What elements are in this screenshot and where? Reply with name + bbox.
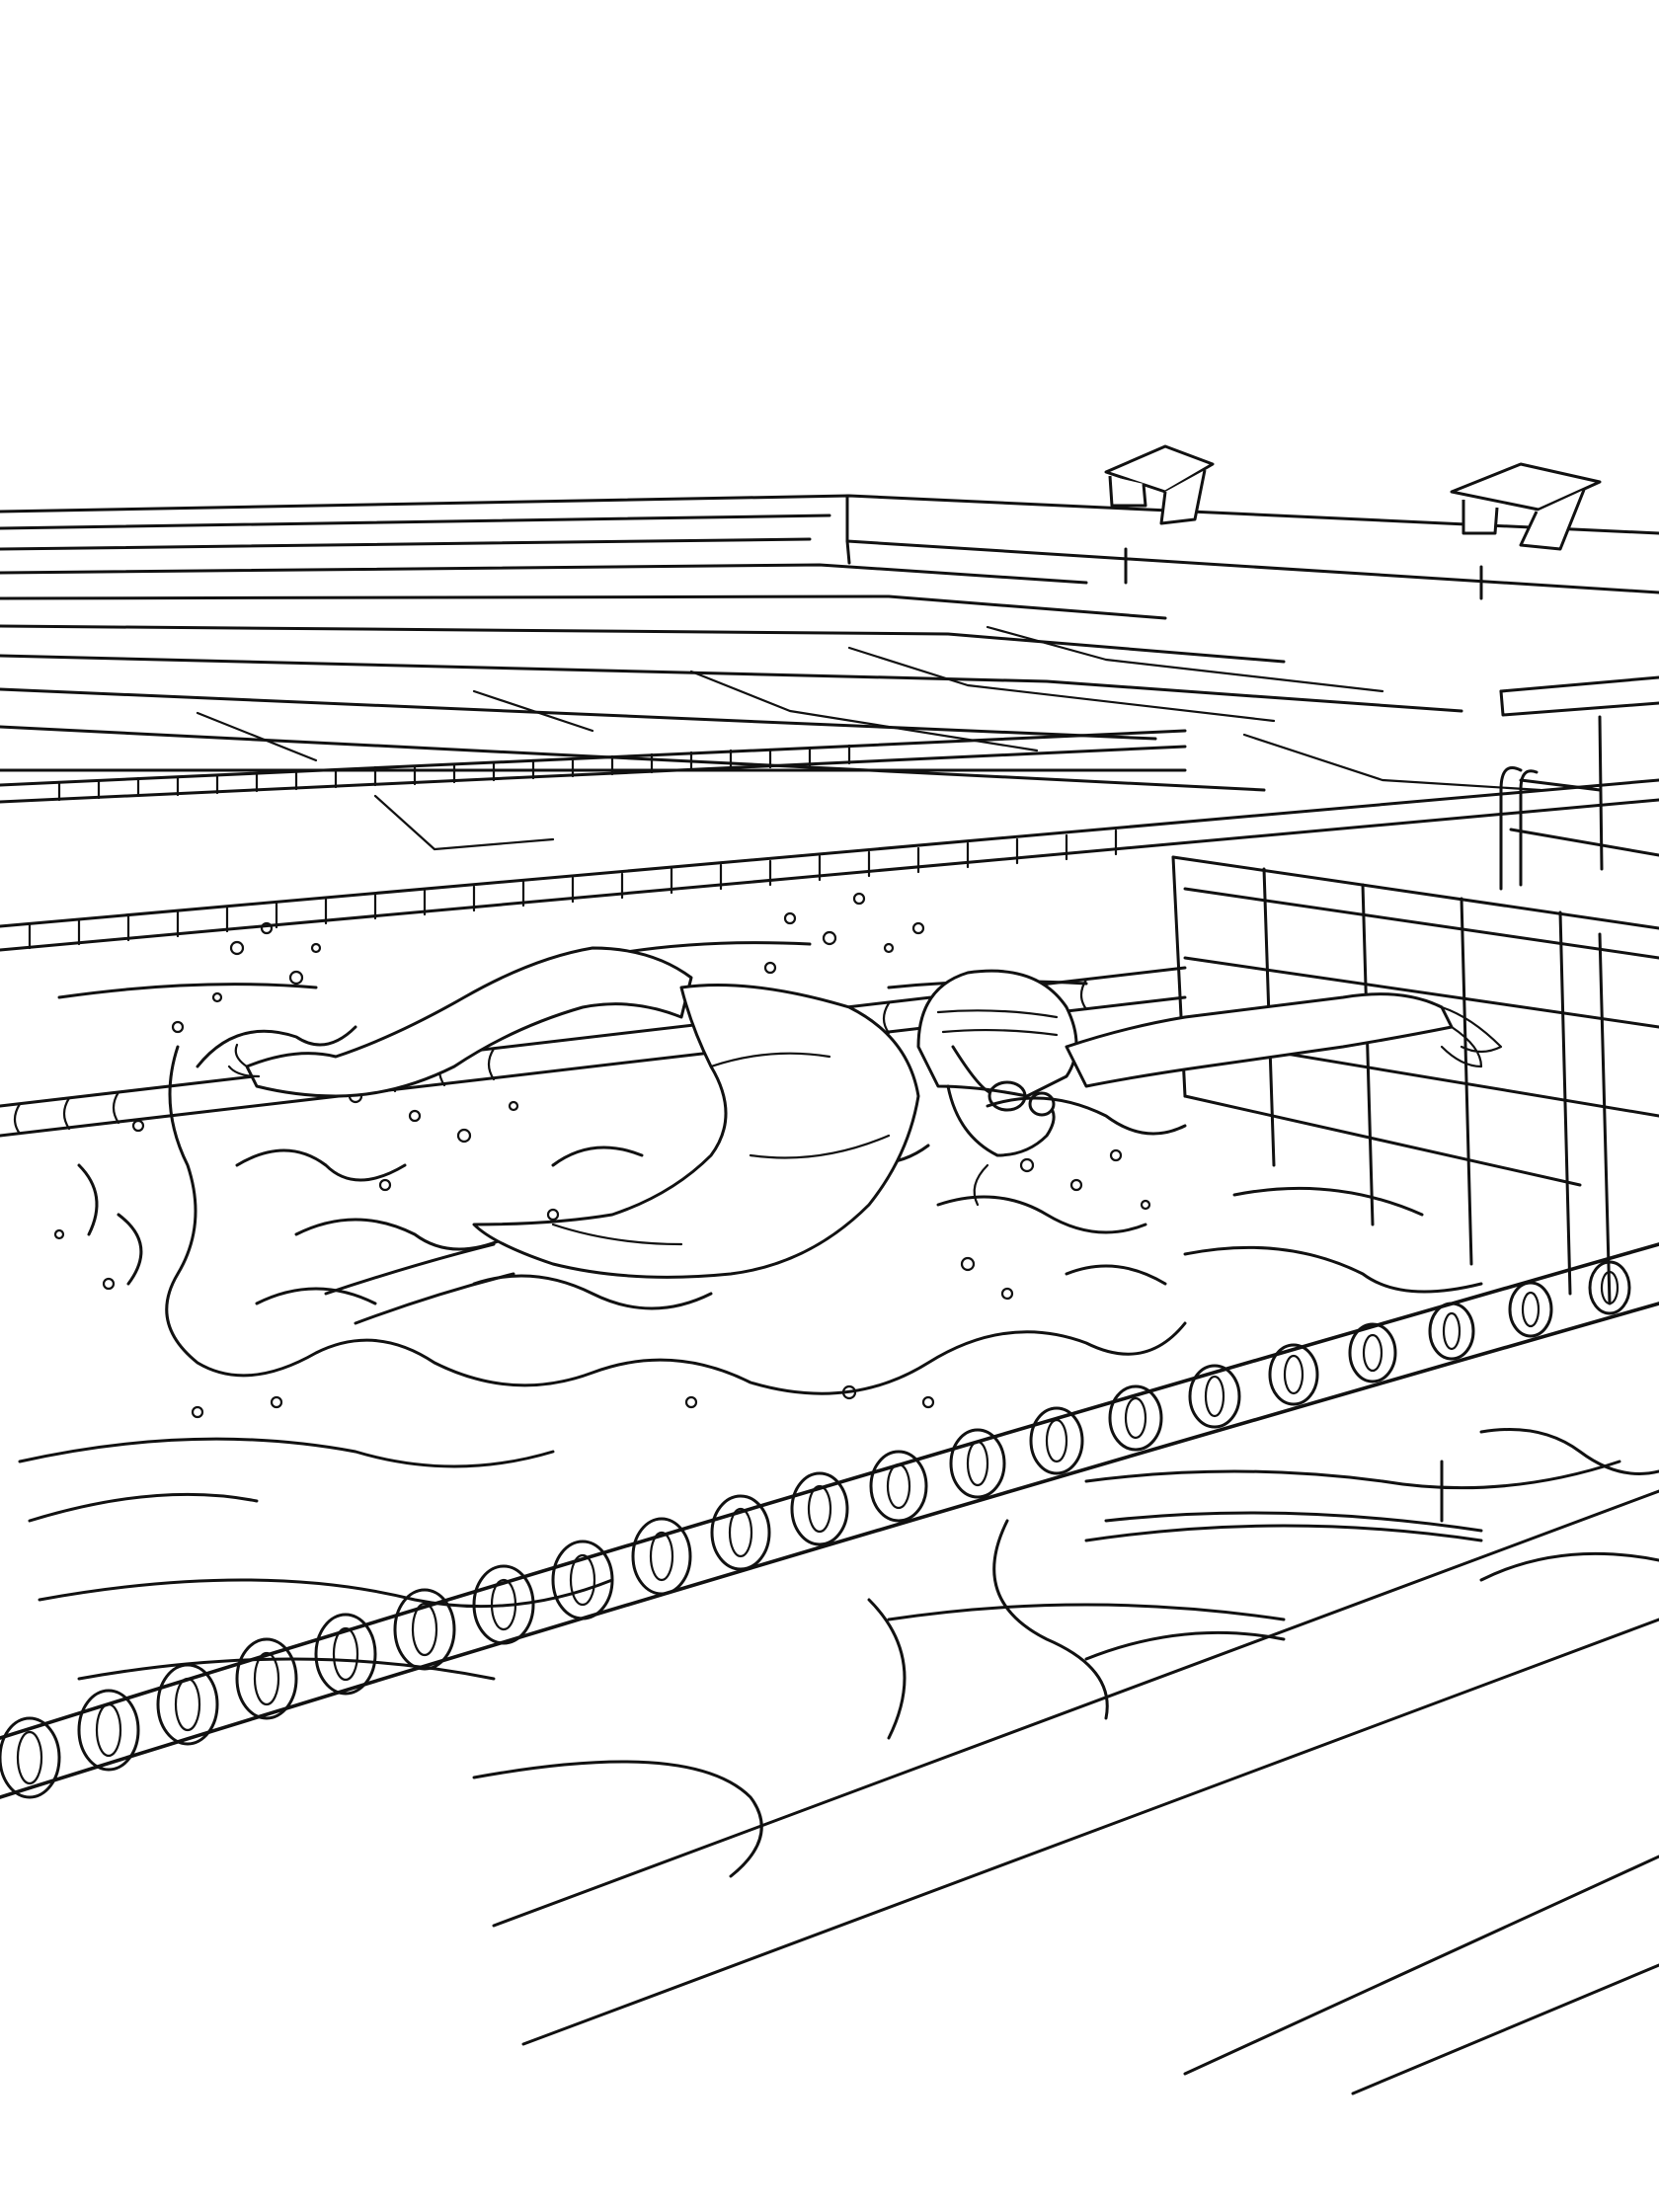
lane-rope-near [0,1242,1659,1799]
far-pool-deck [0,494,1659,851]
swimmer-left-arm [245,946,693,1098]
goggles-icon [951,1045,1056,1117]
swimmer-right-arm [1065,992,1454,1088]
lane-rope-mid [0,778,1659,952]
starting-block-right [1450,462,1602,600]
swimmer-torso [472,984,920,1279]
swimmer [227,946,1503,1325]
swimmer-cap [916,969,1078,1098]
lane-rope-far [0,729,1187,804]
wall-tiles [1171,855,1659,1305]
pool-ladder [1499,675,1659,891]
pool-floor-lines [472,1489,1659,2095]
water-ripples [18,941,1659,1681]
starting-block-left [1104,444,1215,585]
